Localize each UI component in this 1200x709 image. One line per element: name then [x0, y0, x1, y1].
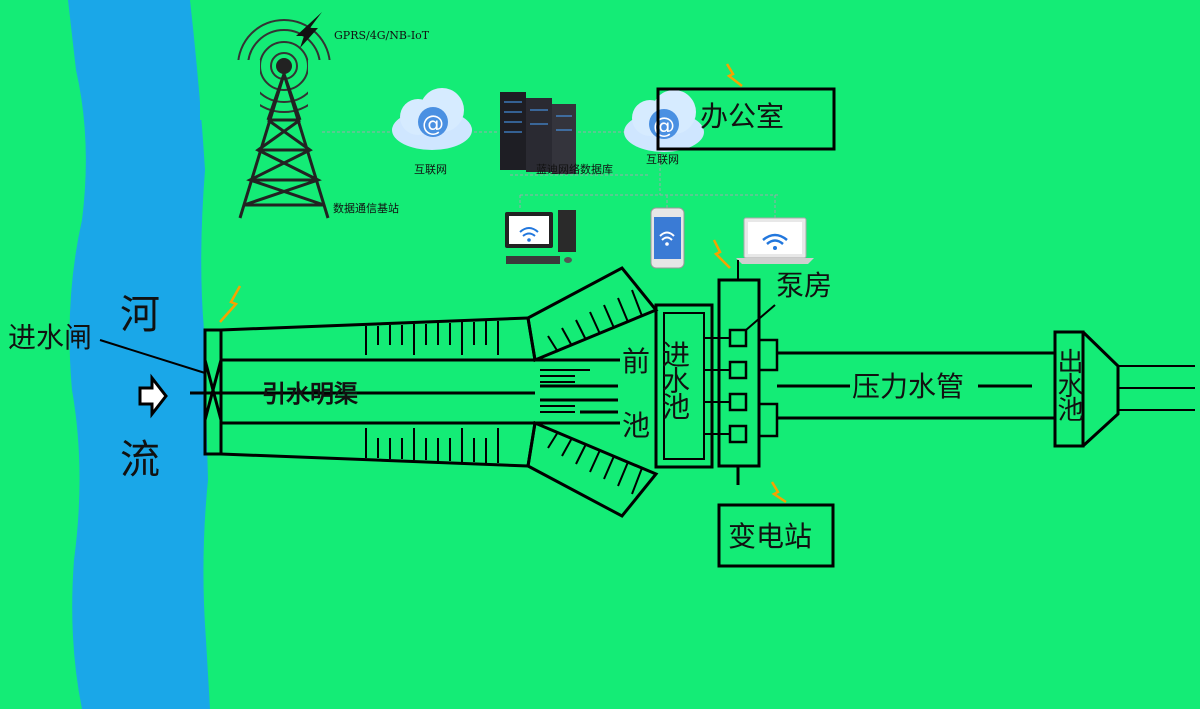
office-label: 办公室	[700, 100, 785, 133]
arrow-right-icon	[138, 373, 168, 419]
inlet-pool-label: 进水池	[658, 340, 691, 418]
server-icon	[500, 92, 576, 174]
svg-text:@: @	[422, 112, 444, 137]
internet-label-1: 互联网	[414, 163, 447, 176]
lightning-icon	[296, 12, 322, 48]
pump-house-label: 泵房	[776, 269, 833, 302]
canal-label: 引水明渠	[262, 380, 358, 408]
network-links	[322, 131, 780, 218]
outlet-pool-label: 出水池	[1053, 348, 1083, 420]
internet-label-2: 互联网	[646, 153, 679, 166]
canal-structure	[99, 260, 1195, 568]
pressure-pipe-label: 压力水管	[852, 370, 965, 403]
gprs-label: GPRS/4G/NB-IoT	[334, 29, 430, 42]
svg-text:@: @	[653, 114, 675, 139]
laptop-icon	[736, 217, 814, 264]
river-label-2: 流	[120, 437, 160, 483]
tower-icon	[200, 19, 368, 219]
base-station-label: 数据通信基站	[333, 202, 399, 215]
intake-gate-label: 进水闸	[8, 321, 93, 354]
phone-icon	[650, 207, 685, 269]
cloud-icon: @	[392, 88, 472, 150]
forebay-label-1: 前	[622, 345, 651, 378]
office-box	[656, 87, 836, 151]
river	[68, 0, 210, 709]
substation-label: 变电站	[728, 520, 813, 553]
forebay-label-2: 池	[622, 409, 651, 442]
lightning-icon	[219, 63, 787, 504]
canal-ticks	[365, 289, 643, 495]
database-label: 蓝迪网络数据库	[536, 163, 613, 176]
river-label-1: 河	[120, 292, 160, 338]
cloud-icon: @	[624, 90, 704, 152]
desktop-icon	[505, 210, 576, 264]
